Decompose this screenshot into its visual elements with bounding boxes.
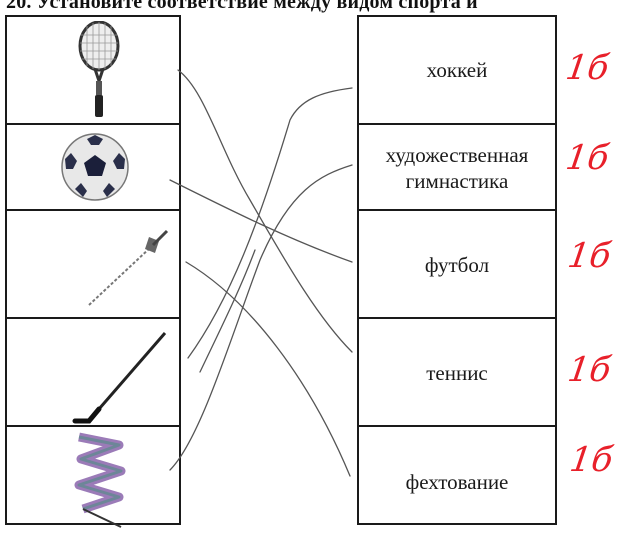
- soccer-ball-icon: [61, 133, 129, 201]
- picture-cell-stick: [7, 317, 179, 427]
- label-cell-tennis: теннис: [359, 317, 555, 427]
- pictures-column: [5, 15, 181, 528]
- label-fencing: фехтование: [405, 470, 509, 494]
- score-hockey: 1б: [563, 48, 612, 88]
- fencing-sword-icon: [88, 229, 169, 306]
- line-racket-to-tennis: [177, 69, 353, 353]
- label-football: футбол: [424, 253, 490, 277]
- score-football: 1б: [565, 236, 614, 276]
- picture-cell-sword: [7, 209, 179, 319]
- label-cell-hockey: хоккей: [359, 17, 555, 123]
- line-extra-stroke: [199, 249, 256, 373]
- line-stick-to-hockey: [187, 87, 353, 359]
- score-gymnastics: 1б: [563, 138, 612, 178]
- label-cell-fencing: фехтование: [359, 425, 555, 537]
- label-hockey: хоккей: [426, 58, 488, 82]
- label-cell-football: футбол: [359, 209, 555, 319]
- matching-lines: [169, 69, 353, 477]
- label-cell-gymnastics: художественная гимнастика: [359, 123, 555, 211]
- score-tennis: 1б: [565, 350, 614, 390]
- score-fencing: 1б: [567, 440, 616, 480]
- line-ribbon-to-gymnastics: [169, 164, 353, 471]
- line-sword-to-fencing: [185, 261, 351, 477]
- hockey-stick-icon: [72, 332, 167, 424]
- label-tennis: теннис: [426, 361, 488, 385]
- labels-column: хоккей художественная гимнастика футбол …: [357, 15, 557, 525]
- tennis-racket-icon: [78, 21, 120, 117]
- picture-cell-ball: [7, 123, 179, 211]
- label-gymnastics: художественная гимнастика: [385, 143, 529, 193]
- picture-cell-racket: [7, 17, 179, 123]
- line-ball-to-football: [169, 179, 353, 263]
- task-heading: 20. Установите соответствие между видом …: [6, 0, 478, 13]
